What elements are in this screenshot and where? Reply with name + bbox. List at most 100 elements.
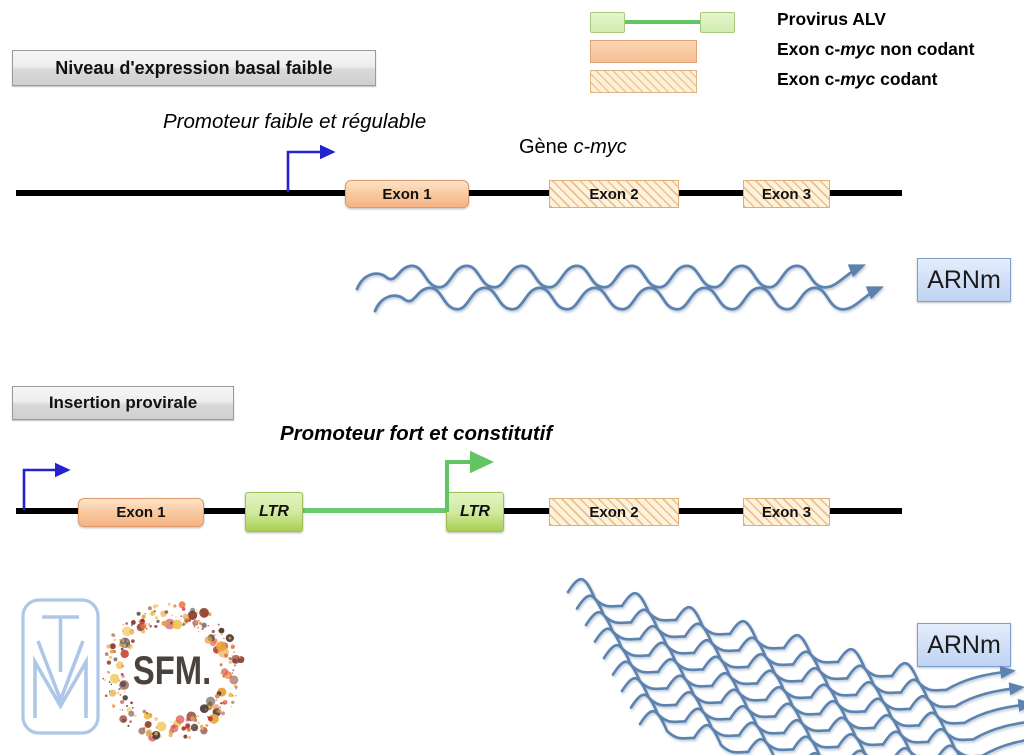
- sfm-logo-dot: [199, 724, 204, 729]
- sfm-logo-dot: [205, 724, 209, 727]
- sfm-logo-dot: [120, 700, 125, 704]
- sfm-logo-dot: [201, 727, 204, 731]
- sfm-logo-dot: [228, 692, 233, 698]
- sfm-logo-dot: [113, 657, 118, 662]
- sfm-logo-dot: [178, 601, 186, 609]
- sfm-logo-dot: [231, 636, 235, 640]
- sfm-logo-dot: [140, 622, 147, 630]
- sfm-logo-dot: [122, 640, 125, 643]
- sfm-logo-dot: [187, 610, 198, 620]
- sfm-logo-dot: [238, 656, 241, 659]
- sfm-logo-dot: [134, 714, 137, 718]
- sfm-logo-dot: [143, 713, 150, 720]
- sfm-logo-dot: [108, 681, 111, 683]
- sfm-logo-dot: [171, 614, 174, 617]
- sfm-logo-dot: [175, 616, 177, 618]
- sfm-logo-dot: [212, 638, 218, 644]
- sfm-logo-dot: [126, 643, 131, 648]
- sfm-logo-dot: [205, 708, 207, 711]
- sfm-logo-dot: [131, 624, 133, 627]
- sfm-logo-dot: [122, 624, 125, 626]
- sfm-logo-dot: [104, 694, 108, 697]
- sfm-logo-dot: [186, 711, 197, 722]
- panel-chip-basal: Niveau d'expression basal faible: [12, 50, 376, 86]
- sfm-logo-dot: [150, 612, 154, 616]
- sfm-logo-dot: [170, 724, 179, 733]
- sfm-logo-dot: [222, 648, 224, 650]
- sfm-logo-dot: [214, 648, 218, 652]
- sfm-logo-dot: [201, 610, 209, 618]
- sfm-logo-dot: [200, 727, 208, 735]
- exon-2-basal-label: Exon 2: [589, 185, 639, 203]
- sfm-logo-dot: [193, 718, 198, 722]
- sfm-logo-dot: [219, 706, 222, 709]
- sfm-logo-dot: [209, 639, 217, 647]
- sfm-logo-dot: [127, 634, 129, 637]
- sfm-logo-dot: [217, 629, 221, 632]
- sfm-logo-dot: [141, 629, 146, 634]
- sfm-logo-dot: [188, 619, 191, 622]
- sfm-logo-dot: [192, 724, 196, 727]
- sfm-logo-dot: [197, 721, 201, 725]
- sfm-logo-dot: [185, 723, 191, 729]
- sfm-logo-dot: [148, 732, 157, 742]
- sfm-logo-dot: [184, 617, 189, 623]
- sfm-logo-dot: [223, 637, 225, 640]
- sfm-logo-dot: [183, 734, 188, 739]
- sfm-logo-dot: [232, 669, 235, 671]
- sfm-logo-dot: [182, 613, 189, 620]
- arnm-badge-proviral: ARNm: [917, 623, 1011, 667]
- sfm-logo-dot: [217, 709, 222, 714]
- sfm-logo-dot: [221, 668, 229, 676]
- exon-1-basal-label: Exon 1: [382, 185, 432, 203]
- mrna-strands-proviral: [566, 578, 1024, 755]
- sfm-logo-dot: [191, 611, 196, 616]
- sfm-logo-dot: [142, 709, 147, 714]
- exon-3-proviral: Exon 3: [743, 498, 830, 526]
- sfm-logo-dot: [154, 717, 159, 721]
- sfm-logo-dot: [112, 649, 116, 654]
- exon-2-proviral-label: Exon 2: [589, 503, 639, 521]
- sfm-logo-dot: [201, 627, 204, 631]
- mrna-strand: [629, 693, 868, 755]
- sfm-logo-dot: [216, 691, 222, 696]
- sfm-logo-dot: [117, 691, 120, 695]
- sfm-logo-dot: [220, 652, 222, 655]
- sfm-logo-dot: [104, 652, 109, 656]
- sfm-logo-dot: [122, 695, 128, 701]
- sfm-logo-dot: [217, 687, 227, 697]
- sfm-logo-dot: [213, 704, 220, 711]
- sfm-logo-dot: [145, 712, 149, 715]
- sfm-logo-dot: [190, 723, 199, 732]
- arnm-badge-basal: ARNm: [917, 258, 1011, 302]
- sfm-logo-dot: [129, 720, 133, 723]
- sfm-logo-dot: [126, 707, 133, 713]
- sfm-logo-dot: [207, 703, 214, 710]
- sfm-logo-dot: [139, 618, 146, 625]
- sfm-logo-dot: [197, 715, 200, 718]
- sfm-logo-dot: [200, 609, 203, 612]
- sfm-logo-dot: [213, 722, 215, 724]
- sfm-logo-dot: [224, 671, 231, 679]
- sfm-logo-dot: [233, 664, 237, 667]
- sfm-logo-dot: [131, 639, 135, 643]
- sfm-logo-dot: [150, 734, 153, 737]
- sfm-logo-dot: [128, 710, 135, 717]
- promoter-label-basal: Promoteur faible et régulable: [163, 110, 427, 133]
- arnm-badge-basal-label: ARNm: [927, 265, 1001, 294]
- sfm-logo-dot: [160, 735, 163, 738]
- sfm-logo-dot: [195, 609, 198, 612]
- sfm-logo-dot: [186, 727, 191, 732]
- sfm-logo-dot: [130, 628, 133, 631]
- sfm-logo-dot: [106, 670, 110, 674]
- ltr-swatch-left: [590, 11, 625, 33]
- sfm-logo-dot: [208, 612, 212, 616]
- legend-item-exon-codant: Exon c-myc codant: [588, 66, 974, 93]
- sfm-logo-dot: [231, 654, 234, 657]
- sfm-logo-dot: [230, 706, 233, 708]
- sfm-logo-dot: [108, 690, 111, 693]
- sfm-logo-dot: [220, 672, 223, 675]
- sfm-logo-dot: [113, 638, 117, 642]
- sfm-logo-dot: [118, 688, 121, 691]
- sfm-logo-dot: [118, 680, 120, 682]
